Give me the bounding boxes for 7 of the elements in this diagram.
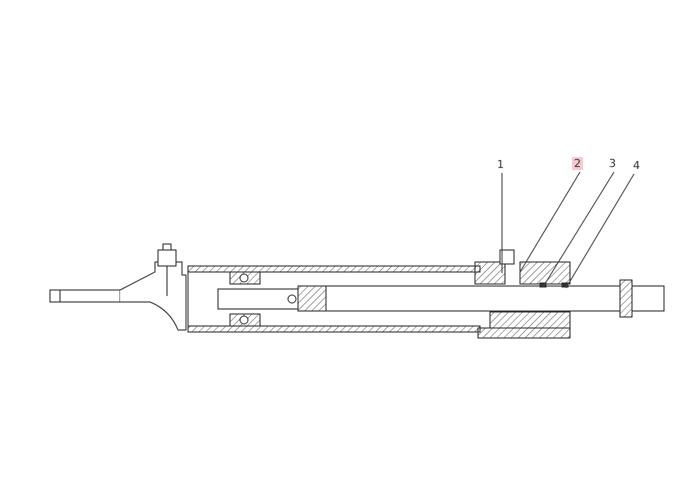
callout-number: 3 (607, 157, 618, 170)
leader-line (520, 172, 580, 272)
leader-line (566, 174, 634, 288)
callout-number: 2 (572, 157, 583, 170)
callout-number: 1 (495, 158, 506, 171)
callout-number: 4 (631, 159, 642, 172)
leader-line (542, 172, 614, 288)
